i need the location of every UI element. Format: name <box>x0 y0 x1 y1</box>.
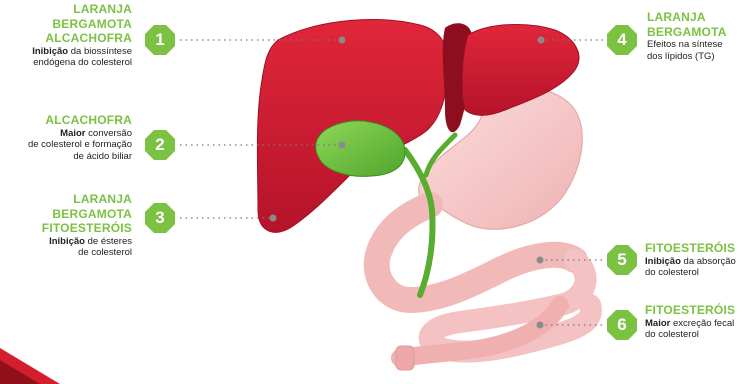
leader-dot-3 <box>270 215 277 222</box>
callout-6-bold: Maior <box>645 318 670 329</box>
callout-5-text-line: da absorção <box>681 256 736 267</box>
callout-1-heading-line: ALCACHOFRA <box>0 31 132 46</box>
leader-dot-5 <box>537 257 544 264</box>
callout-3-text: Inibição de ésteres de colesterol <box>0 236 132 259</box>
callout-3-heading-line: BERGAMOTA <box>0 207 132 222</box>
callout-1-heading-line: BERGAMOTA <box>0 17 132 32</box>
callout-4: LARANJA BERGAMOTA Efeitos na síntese dos… <box>647 10 749 62</box>
leader-dot-2 <box>339 142 346 149</box>
callout-2-text-line: conversão <box>86 128 132 139</box>
callout-3-heading-line: LARANJA <box>0 192 132 207</box>
leader-dot-4 <box>538 37 545 44</box>
number-badge-6: 6 <box>607 310 637 340</box>
leader-dot-1 <box>339 37 346 44</box>
callout-1-bold: Inibição <box>32 46 68 57</box>
callout-4-text-line: Efeitos na síntese <box>647 39 749 51</box>
callout-1-heading-line: LARANJA <box>0 2 132 17</box>
callout-6-heading-line: FITOESTERÓIS <box>645 303 750 318</box>
callout-1: LARANJA BERGAMOTA ALCACHOFRA Inibição da… <box>0 2 132 69</box>
callout-1-text-line: da biossíntese <box>68 46 132 57</box>
callout-6-text-line: excreção fecal <box>670 318 734 329</box>
leader-dot-6 <box>537 322 544 329</box>
intestine-end <box>396 346 414 370</box>
callout-3-text-line: de ésteres <box>85 236 132 247</box>
callout-6: FITOESTERÓIS Maior excreção fecal do col… <box>645 303 750 341</box>
callout-2-text-line: de colesterol e formação <box>0 139 132 151</box>
number-badge-1: 1 <box>145 25 175 55</box>
callout-5: FITOESTERÓIS Inibição da absorção do col… <box>645 241 750 279</box>
number-badge-2: 2 <box>145 130 175 160</box>
callout-6-heading: FITOESTERÓIS <box>645 303 750 318</box>
callout-5-bold: Inibição <box>645 256 681 267</box>
callout-1-text-line: endógena do colesterol <box>0 57 132 69</box>
callout-2-text-line: de ácido biliar <box>0 151 132 163</box>
callout-3: LARANJA BERGAMOTA FITOESTERÓIS Inibição … <box>0 192 132 259</box>
callout-4-heading-line: LARANJA <box>647 10 749 25</box>
callout-4-heading-line: BERGAMOTA <box>647 25 749 40</box>
number-badge-5: 5 <box>607 245 637 275</box>
callout-5-heading: FITOESTERÓIS <box>645 241 750 256</box>
callout-4-text-line: dos lípidos (TG) <box>647 51 749 63</box>
callout-3-heading: LARANJA BERGAMOTA FITOESTERÓIS <box>0 192 132 236</box>
callout-2-heading-line: ALCACHOFRA <box>0 113 132 128</box>
callout-1-heading: LARANJA BERGAMOTA ALCACHOFRA <box>0 2 132 46</box>
callout-5-text-line: do colesterol <box>645 267 750 279</box>
callout-4-heading: LARANJA BERGAMOTA <box>647 10 749 39</box>
callout-4-text: Efeitos na síntese dos lípidos (TG) <box>647 39 749 62</box>
number-badge-3: 3 <box>145 203 175 233</box>
callout-2: ALCACHOFRA Maior conversão de colesterol… <box>0 113 132 162</box>
number-badge-4: 4 <box>607 25 637 55</box>
callout-3-text-line: de colesterol <box>0 247 132 259</box>
callout-6-text: Maior excreção fecal do colesterol <box>645 318 750 341</box>
callout-5-heading-line: FITOESTERÓIS <box>645 241 750 256</box>
callout-1-text: Inibição da biossíntese endógena do cole… <box>0 46 132 69</box>
callout-2-text: Maior conversão de colesterol e formação… <box>0 128 132 163</box>
callout-3-bold: Inibição <box>49 236 85 247</box>
callout-2-bold: Maior <box>60 128 85 139</box>
callout-6-text-line: do colesterol <box>645 329 750 341</box>
callout-3-heading-line: FITOESTERÓIS <box>0 221 132 236</box>
callout-2-heading: ALCACHOFRA <box>0 113 132 128</box>
callout-5-text: Inibição da absorção do colesterol <box>645 256 750 279</box>
